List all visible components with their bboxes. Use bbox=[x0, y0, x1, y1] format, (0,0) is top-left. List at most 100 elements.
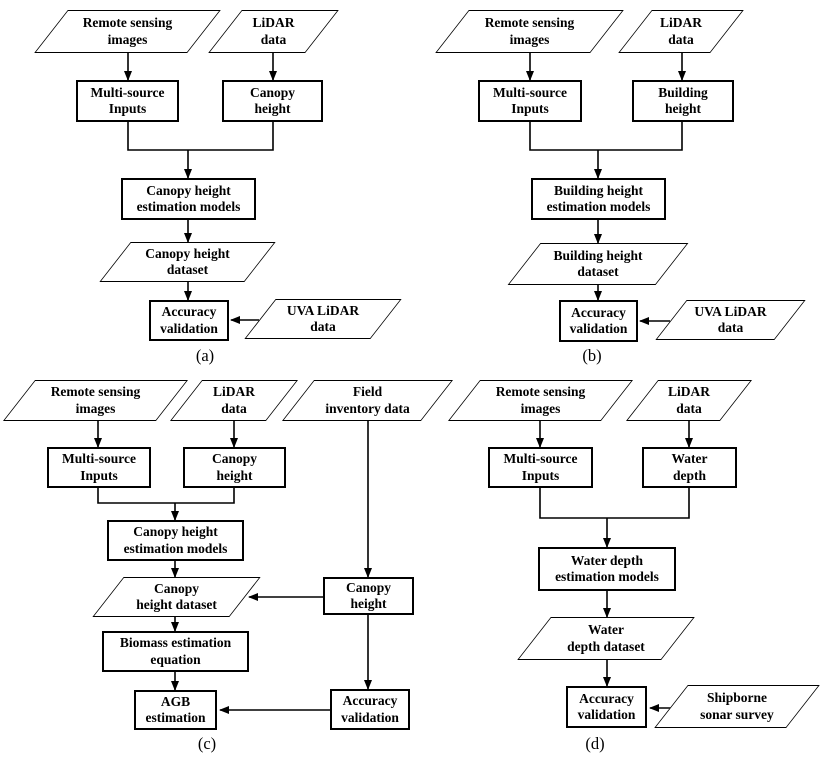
node-label: Multi-source Inputs bbox=[493, 84, 567, 116]
b-node-multi-source-inputs: Multi-source Inputs bbox=[478, 80, 582, 122]
node-label: Canopy height dataset bbox=[136, 580, 217, 612]
elbow-connector bbox=[529, 122, 683, 151]
b-node-remote-sensing-images: Remote sensing images bbox=[435, 10, 624, 53]
node-label: Remote sensing images bbox=[82, 15, 173, 47]
rect-shape bbox=[642, 447, 737, 488]
node-label: Canopy height estimation models bbox=[136, 182, 241, 214]
a-node-estimation-models: Canopy height estimation models bbox=[121, 178, 256, 220]
c-node-canopy-height: Canopy height bbox=[183, 447, 286, 488]
d-node-lidar-data: LiDAR data bbox=[625, 380, 753, 421]
d-node-estimation-models: Water depth estimation models bbox=[538, 547, 676, 591]
panel-b-connectors bbox=[526, 53, 686, 325]
a-node-remote-sensing-images: Remote sensing images bbox=[34, 10, 221, 53]
elbow-connector bbox=[539, 488, 690, 519]
rect-shape bbox=[323, 577, 414, 615]
node-label: Remote sensing images bbox=[50, 384, 141, 416]
rect-shape bbox=[134, 690, 217, 730]
elbow-connector bbox=[97, 488, 235, 504]
node-label: Multi-source Inputs bbox=[62, 451, 136, 483]
c-node-biomass-equation: Biomass estimation equation bbox=[102, 631, 249, 672]
rect-shape bbox=[538, 547, 676, 591]
a-node-lidar-data: LiDAR data bbox=[208, 10, 339, 53]
node-label: Building height estimation models bbox=[546, 182, 651, 214]
node-label: Accuracy validation bbox=[569, 304, 628, 336]
rect-shape bbox=[478, 80, 582, 122]
c-node-height-dataset: Canopy height dataset bbox=[92, 577, 261, 617]
c-node-estimation-models: Canopy height estimation models bbox=[107, 520, 244, 561]
node-label: Remote sensing images bbox=[495, 384, 586, 416]
panel-b-caption: (b) bbox=[582, 346, 602, 365]
node-label: UVA LiDAR data bbox=[286, 302, 360, 334]
panel-c-connectors bbox=[94, 421, 372, 714]
elbow-connector bbox=[127, 122, 274, 151]
d-node-depth-dataset: Water depth dataset bbox=[517, 617, 695, 660]
c-node-field-inventory-data: Field inventory data bbox=[281, 380, 454, 421]
node-label: Multi-source Inputs bbox=[503, 451, 578, 483]
a-node-canopy-height: Canopy height bbox=[222, 80, 323, 122]
rect-shape bbox=[102, 631, 249, 672]
c-node-agb-estimation: AGB estimation bbox=[134, 690, 217, 730]
d-node-multi-source-inputs: Multi-source Inputs bbox=[488, 447, 593, 488]
node-label: Canopy height estimation models bbox=[123, 524, 228, 556]
b-node-building-height: Building height bbox=[632, 80, 734, 122]
node-label: Building height dataset bbox=[553, 247, 643, 279]
panel-d-connectors bbox=[536, 421, 693, 712]
rect-shape bbox=[488, 447, 593, 488]
b-node-lidar-data: LiDAR data bbox=[618, 10, 744, 53]
node-label: Multi-source Inputs bbox=[90, 84, 165, 116]
c-node-field-canopy-height: Canopy height bbox=[323, 577, 414, 615]
d-node-accuracy-validation: Accuracy validation bbox=[566, 686, 647, 728]
rect-shape bbox=[330, 689, 410, 730]
node-label: Accuracy validation bbox=[160, 304, 218, 336]
node-label: Shipborne sonar survey bbox=[700, 690, 774, 722]
node-label: Water depth bbox=[671, 451, 708, 483]
a-node-multi-source-inputs: Multi-source Inputs bbox=[76, 80, 179, 122]
node-label: Accuracy validation bbox=[577, 690, 636, 722]
rect-shape bbox=[107, 520, 244, 561]
c-node-multi-source-inputs: Multi-source Inputs bbox=[47, 447, 151, 488]
rect-shape bbox=[559, 300, 638, 342]
c-node-lidar-data: LiDAR data bbox=[169, 380, 299, 421]
a-node-height-dataset: Canopy height dataset bbox=[99, 242, 276, 282]
node-label: Water depth estimation models bbox=[555, 552, 659, 584]
rect-shape bbox=[149, 300, 229, 341]
b-node-uva-lidar-data: UVA LiDAR data bbox=[655, 300, 806, 340]
node-label: Biomass estimation equation bbox=[119, 635, 232, 667]
node-label: Canopy height bbox=[249, 84, 295, 116]
b-node-estimation-models: Building height estimation models bbox=[531, 178, 666, 220]
node-label: AGB estimation bbox=[145, 693, 206, 725]
node-label: Canopy height dataset bbox=[145, 245, 230, 277]
b-node-height-dataset: Building height dataset bbox=[507, 243, 689, 285]
node-label: Water depth dataset bbox=[567, 622, 645, 654]
node-label: Accuracy validation bbox=[341, 693, 399, 725]
panel-c-caption: (c) bbox=[197, 734, 217, 753]
node-label: LiDAR data bbox=[252, 15, 295, 47]
c-node-remote-sensing-images: Remote sensing images bbox=[2, 380, 189, 421]
rect-shape bbox=[566, 686, 647, 728]
d-node-remote-sensing-images: Remote sensing images bbox=[447, 380, 634, 421]
node-label: Canopy height bbox=[211, 451, 257, 483]
rect-shape bbox=[183, 447, 286, 488]
node-label: Remote sensing images bbox=[484, 15, 575, 47]
a-node-accuracy-validation: Accuracy validation bbox=[149, 300, 229, 341]
d-node-water-depth: Water depth bbox=[642, 447, 737, 488]
node-label: LiDAR data bbox=[212, 384, 255, 416]
node-label: Building height bbox=[658, 84, 708, 116]
c-node-accuracy-validation: Accuracy validation bbox=[330, 689, 410, 730]
rect-shape bbox=[222, 80, 323, 122]
node-label: Field inventory data bbox=[325, 384, 410, 416]
rect-shape bbox=[531, 178, 666, 220]
panel-d-caption: (d) bbox=[585, 734, 605, 753]
node-label: Canopy height bbox=[345, 579, 391, 611]
panel-a-connectors bbox=[124, 53, 277, 324]
d-node-shipborne-sonar-survey: Shipborne sonar survey bbox=[654, 685, 820, 728]
node-label: LiDAR data bbox=[667, 384, 710, 416]
a-node-uva-lidar-data: UVA LiDAR data bbox=[244, 299, 402, 339]
node-label: LiDAR data bbox=[659, 15, 702, 47]
node-label: UVA LiDAR data bbox=[694, 303, 767, 335]
rect-shape bbox=[76, 80, 179, 122]
panel-a-caption: (a) bbox=[195, 346, 215, 365]
rect-shape bbox=[121, 178, 256, 220]
